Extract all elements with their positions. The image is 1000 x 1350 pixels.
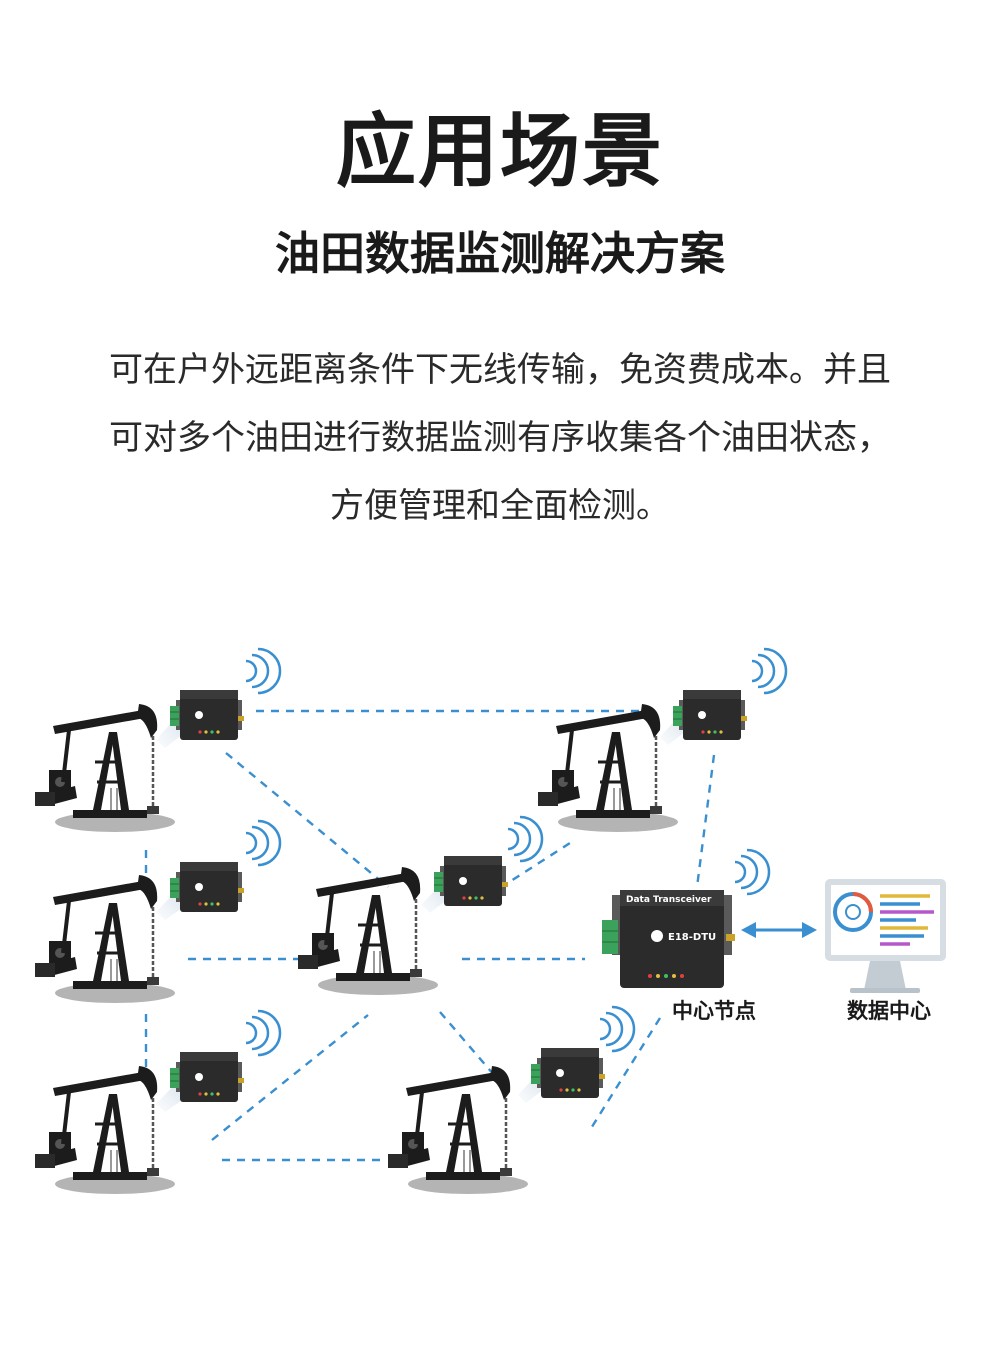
central-device-title: Data Transceiver (626, 895, 712, 905)
central-node-label: 中心节点 (672, 999, 756, 1023)
oilfield-network-diagram: Data Transceiver E18-DTU 中心节点 (33, 647, 946, 1196)
dtu-device (433, 855, 509, 907)
double-arrow-icon (741, 922, 817, 938)
dtu-device (169, 861, 245, 913)
network-links (144, 709, 716, 1162)
link-line (211, 1014, 369, 1141)
oil-pump-middle-left (33, 819, 282, 1005)
intro-paragraph: 可在户外远距离条件下无线传输，免资费成本。并且 可对多个油田进行数据监测有序收集… (60, 336, 940, 540)
oil-pump-bottom-center (386, 1005, 636, 1196)
dtu-device (530, 1047, 606, 1099)
dtu-device (672, 689, 748, 741)
wifi-signal-icon (244, 647, 282, 695)
wifi-signal-icon (506, 815, 544, 863)
oil-pump-top-left (33, 647, 282, 834)
wifi-signal-icon (733, 848, 771, 896)
intro-line-3: 方便管理和全面检测。 (330, 486, 670, 526)
dtu-device (169, 1051, 245, 1103)
data-center-monitor (825, 879, 946, 993)
page-title: 应用场景 (336, 105, 664, 198)
intro-line-1: 可在户外远距离条件下无线传输，免资费成本。并且 (109, 350, 891, 390)
central-node-device: Data Transceiver E18-DTU (602, 848, 771, 988)
wifi-signal-icon (598, 1005, 636, 1053)
oil-pump-top-right (536, 647, 788, 834)
oil-pump-center (296, 815, 544, 997)
intro-line-2: 可对多个油田进行数据监测有序收集各个油田状态， (109, 418, 891, 458)
link-line (588, 1017, 662, 1131)
page-subtitle: 油田数据监测解决方案 (274, 227, 725, 280)
link-line (439, 1011, 501, 1083)
terminal-block (602, 920, 618, 954)
wifi-signal-icon (244, 1009, 282, 1057)
link-line (225, 752, 389, 888)
link-line (695, 754, 716, 888)
wifi-signal-icon (244, 819, 282, 867)
wifi-signal-icon (750, 647, 788, 695)
central-device-model: E18-DTU (668, 932, 716, 943)
antenna-connector (726, 934, 735, 941)
dtu-device (169, 689, 245, 741)
oil-pump-bottom-left (33, 1009, 282, 1196)
brand-logo-icon (651, 930, 663, 942)
data-center-label: 数据中心 (847, 999, 931, 1023)
